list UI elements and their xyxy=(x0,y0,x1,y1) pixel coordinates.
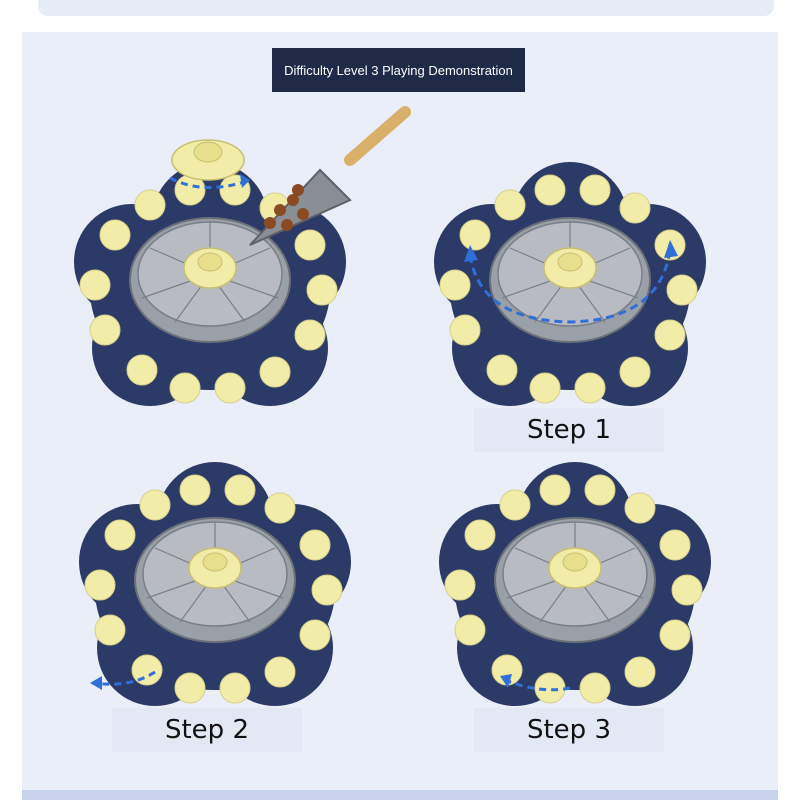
bottom-strip xyxy=(22,790,778,800)
step-3-label: Step 3 xyxy=(474,708,664,752)
feeder-scene-3 xyxy=(438,461,712,707)
feeder-scene-0 xyxy=(73,106,411,407)
step-1-label: Step 1 xyxy=(474,408,664,452)
feeder-scene-1 xyxy=(433,161,707,407)
page-title: Difficulty Level 3 Playing Demonstration xyxy=(284,62,513,78)
top-banner xyxy=(38,0,774,16)
step-2-label: Step 2 xyxy=(112,708,302,752)
feeder-scene-2 xyxy=(78,461,352,707)
title-banner: Difficulty Level 3 Playing Demonstration xyxy=(272,48,525,92)
